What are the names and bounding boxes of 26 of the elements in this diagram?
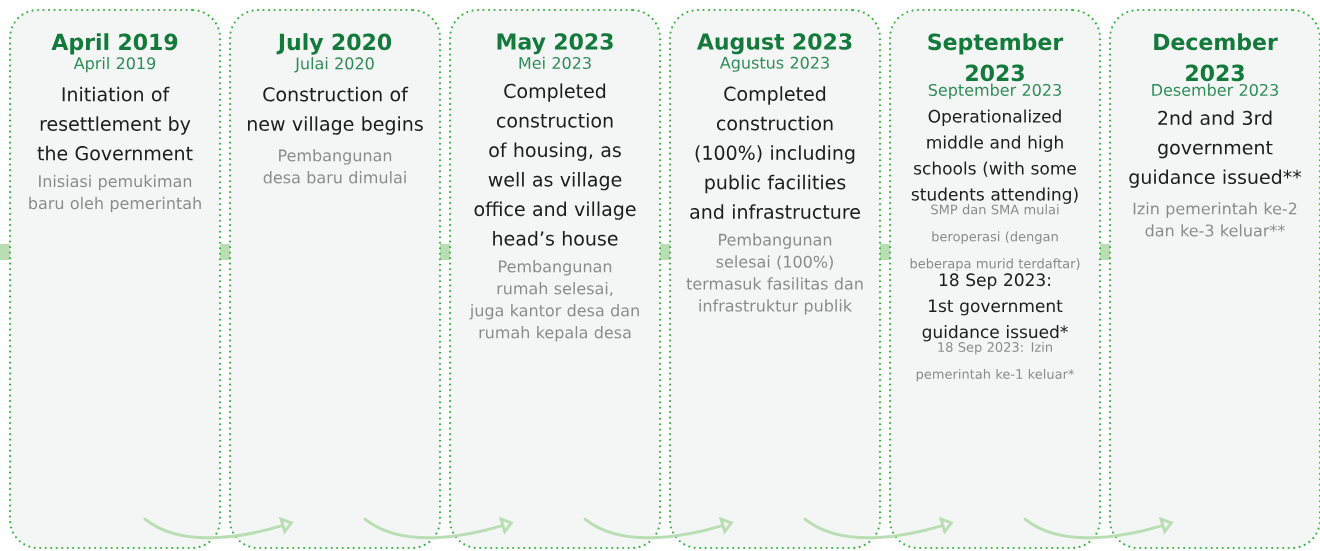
event-text: Initiation of resettlement by the Government xyxy=(37,86,193,161)
date-heading: December 2023 xyxy=(1154,33,1278,82)
translation-text: Inisiasi pemukiman baru oleh pemerintah xyxy=(29,174,201,213)
date-subheading: April 2019 xyxy=(73,56,156,73)
translation-text: Izin pemerintah ke-2 dan ke-3 keluar** xyxy=(1133,202,1297,237)
date-heading: July 2020 xyxy=(276,33,392,55)
date-heading: April 2019 xyxy=(51,33,178,55)
date-subheading: Desember 2023 xyxy=(1152,83,1278,96)
translation-text: 18 Sep 2023: Izin pemerintah ke-1 keluar* xyxy=(916,341,1075,382)
date-heading: May 2023 xyxy=(497,33,613,55)
translation-text: Pembangunan desa baru dimulai xyxy=(263,149,406,184)
date-heading: August 2023 xyxy=(697,33,852,55)
date-subheading: Agustus 2023 xyxy=(719,56,829,72)
event-text: Operationalized middle and high schools (with some students attending) xyxy=(911,109,1078,204)
translation-text: Pembangunan rumah selesai, juga kantor desa dan rumah kepala desa xyxy=(469,260,639,342)
event-text: 2nd and 3rd government guidance issued** xyxy=(1129,110,1302,188)
event-text: Construction of new village begins xyxy=(248,86,423,135)
date-heading: September 2023 xyxy=(928,33,1064,82)
translation-text: Pembangunan selesai (100%) termasuk fasilitas dan infrastruktur publik xyxy=(686,233,863,315)
event-text: Completed construction (100%) including public facilities and infrastructure xyxy=(690,86,860,219)
date-subheading: Mei 2023 xyxy=(519,56,591,70)
event-text: 18 Sep 2023: 1st government guidance issued* xyxy=(922,273,1068,342)
date-subheading: September 2023 xyxy=(928,83,1061,100)
translation-text: SMP dan SMA mulai beroperasi (dengan beberapa murid terdaftar) xyxy=(910,204,1080,271)
event-text: Completed construction of housing, as well as village office and village head’s house xyxy=(474,83,636,246)
date-subheading: Julai 2020 xyxy=(294,57,374,73)
